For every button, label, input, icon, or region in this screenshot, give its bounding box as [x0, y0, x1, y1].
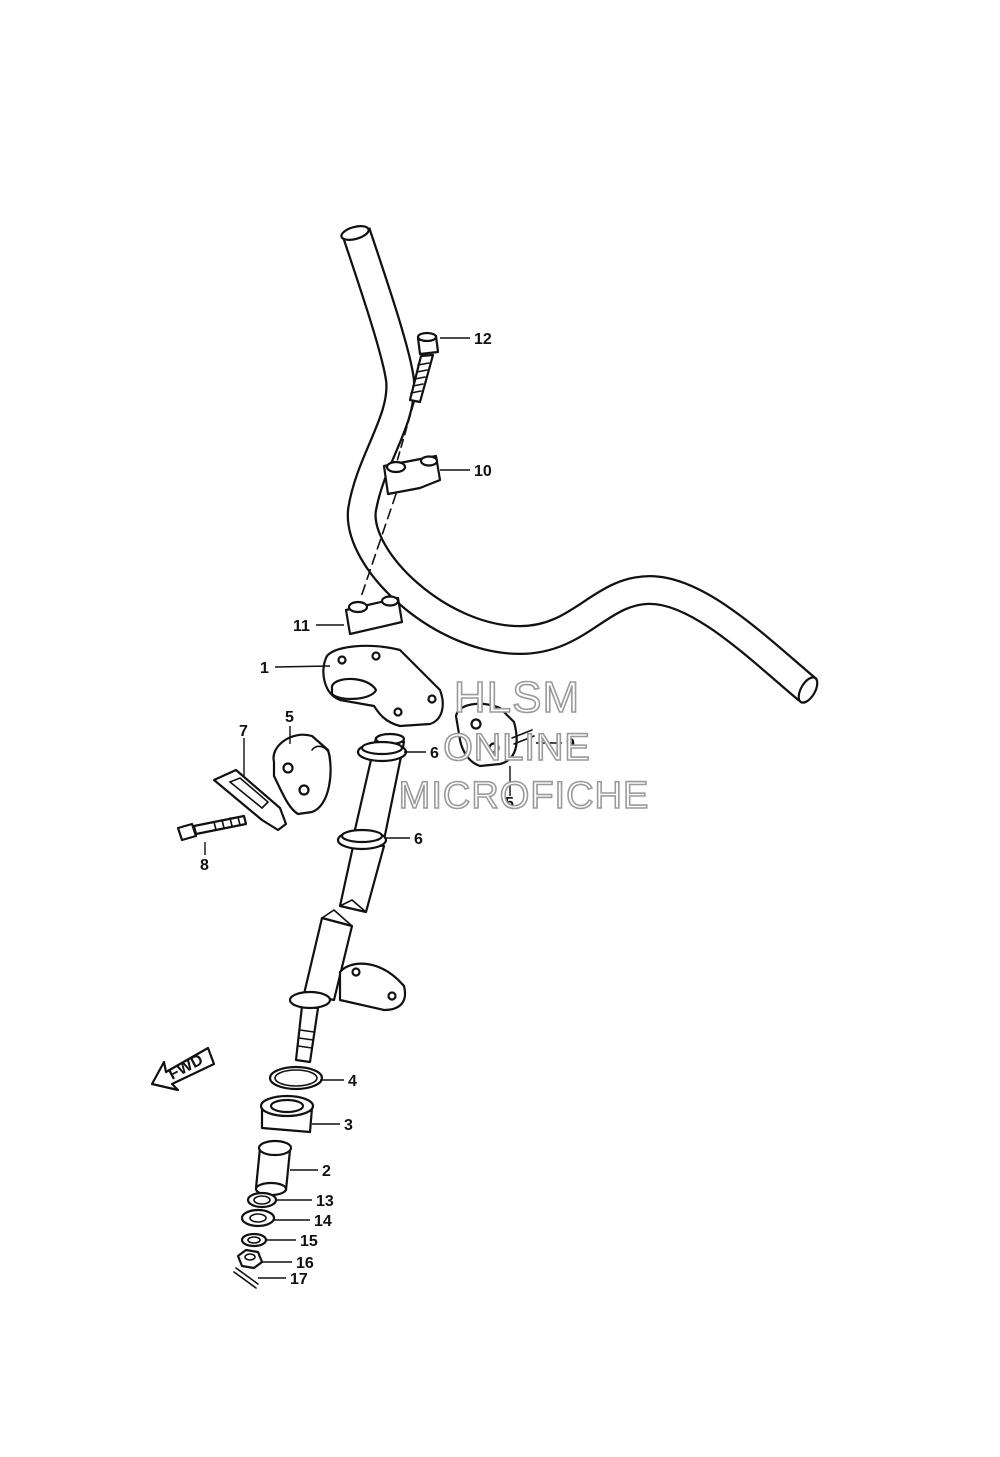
steering-bracket — [322, 644, 444, 728]
steering-clamp-right — [454, 702, 518, 768]
callout-8: 8 — [200, 857, 209, 874]
seal — [259, 1094, 315, 1134]
callout-13: 13 — [316, 1193, 334, 1210]
callout-6-upper: 6 — [430, 745, 439, 762]
shaft-collar — [288, 990, 332, 1010]
callout-4: 4 — [348, 1073, 357, 1090]
o-ring — [268, 1065, 324, 1091]
cable-guide-plate — [212, 768, 288, 832]
washer-14 — [240, 1208, 276, 1228]
callout-9: 9 — [566, 736, 575, 753]
watermark-line-3: MICROFICHE — [399, 775, 650, 817]
callout-3: 3 — [344, 1117, 353, 1134]
callout-17: 17 — [290, 1271, 308, 1288]
steering-shaft — [294, 732, 407, 1064]
handlebar-bolt — [395, 331, 440, 466]
shaft-bushing-upper — [356, 740, 408, 763]
callout-2: 2 — [322, 1163, 331, 1180]
callout-5-right: 5 — [505, 795, 514, 812]
watermark: HLSM ONLINE MICROFICHE — [398, 672, 650, 818]
fwd-label: FWD — [166, 1051, 206, 1083]
watermark-line-2: ONLINE — [443, 727, 590, 769]
cotter-pin — [511, 729, 535, 745]
shaft-bushing-lower — [336, 828, 388, 851]
callout-5-left: 5 — [285, 709, 294, 726]
callout-11: 11 — [293, 618, 310, 635]
callout-10: 10 — [474, 463, 492, 480]
lower-holder — [344, 595, 404, 636]
leader-lines — [204, 337, 562, 1279]
watermark-line-1: HLSM — [454, 673, 580, 722]
plate-bolt — [176, 814, 248, 842]
callout-16: 16 — [296, 1255, 314, 1272]
fwd-arrow: FWD — [150, 1046, 216, 1092]
washer-13 — [246, 1191, 278, 1209]
callout-1: 1 — [260, 660, 269, 677]
handlebar — [340, 225, 819, 704]
callout-12: 12 — [474, 331, 492, 348]
callout-labels: 12 10 11 1 7 5 6 6 9 5 8 4 3 2 13 14 15 … — [200, 331, 575, 1288]
callout-7: 7 — [239, 723, 248, 740]
upper-holder — [359, 454, 442, 601]
bushing — [254, 1139, 293, 1197]
nut-16 — [236, 1248, 264, 1270]
callout-14: 14 — [314, 1213, 332, 1230]
cotter-pin-17 — [233, 1267, 259, 1289]
washer-15 — [240, 1232, 268, 1248]
steering-clamp-left — [272, 733, 332, 816]
callout-6-lower: 6 — [414, 831, 423, 848]
callout-15: 15 — [300, 1233, 318, 1250]
